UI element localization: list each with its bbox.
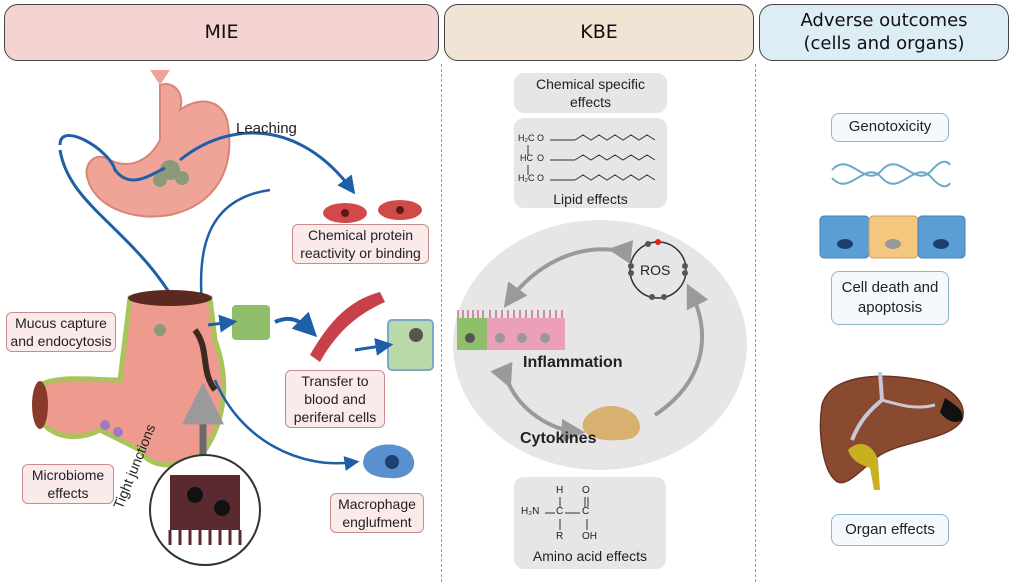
- mie-header-text: MIE: [204, 20, 239, 43]
- organ-effects-label: Organ effects: [831, 514, 949, 546]
- amino-o: O: [582, 485, 590, 496]
- amino-h: H: [556, 485, 564, 496]
- kbe-header: KBE: [444, 4, 754, 61]
- macrophage-text: Macrophage englufment: [338, 495, 416, 530]
- mie-header: MIE: [4, 4, 439, 61]
- chemical-protein-text: Chemical protein reactivity or binding: [300, 226, 421, 261]
- amino-r: R: [556, 531, 564, 542]
- chemical-specific-box: [514, 73, 667, 113]
- microbiome-text: Microbiome effects: [31, 466, 105, 501]
- genotoxicity-text: Genotoxicity: [848, 118, 932, 136]
- divider-right: [755, 64, 756, 582]
- chemical-specific-label: Chemical specific effects: [536, 76, 645, 110]
- amino-acid-box: [514, 477, 666, 569]
- adverse-header-line1: Adverse outcomes: [800, 10, 968, 31]
- macrophage-label: Macrophage englufment: [330, 493, 424, 533]
- lipid-o-2: O: [537, 153, 545, 163]
- lipid-effects-label: Lipid effects: [553, 191, 628, 207]
- amino-c1: C: [556, 506, 564, 517]
- kbe-header-text: KBE: [580, 20, 618, 43]
- microbiome-label: Microbiome effects: [22, 464, 114, 504]
- amino-oh: OH: [582, 531, 597, 542]
- transfer-text: Transfer to blood and periferal cells: [293, 372, 377, 426]
- amino-h2n: H₂N: [521, 506, 540, 517]
- tight-junctions-illustration: [149, 454, 261, 566]
- leaching-label: Leaching: [236, 120, 297, 137]
- lipid-label-1: H₂C: [518, 133, 535, 143]
- chemical-protein-label: Chemical protein reactivity or binding: [292, 224, 429, 264]
- intestine-illustration: [32, 290, 227, 468]
- amino-c2: C: [582, 506, 590, 517]
- cell-death-text: Cell death and apoptosis: [841, 278, 939, 316]
- cytokines-label: Cytokines: [520, 430, 597, 447]
- adverse-outcomes-header: Adverse outcomes (cells and organs): [759, 4, 1009, 61]
- cell-death-label: Cell death and apoptosis: [831, 271, 949, 325]
- divider-left: [441, 64, 442, 582]
- lipid-o-3: O: [537, 173, 545, 183]
- stomach-illustration: [85, 70, 231, 218]
- adverse-header-line2: (cells and organs): [803, 32, 965, 54]
- ros-label: ROS: [640, 262, 671, 278]
- amino-acid-label: Amino acid effects: [532, 548, 648, 564]
- lipid-label-3: H₂C: [518, 173, 535, 183]
- mucus-capture-text: Mucus capture and endocytosis: [10, 314, 112, 349]
- lipid-box: [514, 118, 667, 208]
- inflammation-label: Inflammation: [523, 354, 623, 371]
- organ-effects-text: Organ effects: [845, 520, 935, 538]
- lipid-o-1: O: [537, 133, 545, 143]
- genotoxicity-label: Genotoxicity: [831, 113, 949, 142]
- lipid-label-2: HC: [520, 153, 533, 163]
- mucus-capture-label: Mucus capture and endocytosis: [6, 312, 116, 352]
- transfer-label: Transfer to blood and periferal cells: [285, 370, 385, 428]
